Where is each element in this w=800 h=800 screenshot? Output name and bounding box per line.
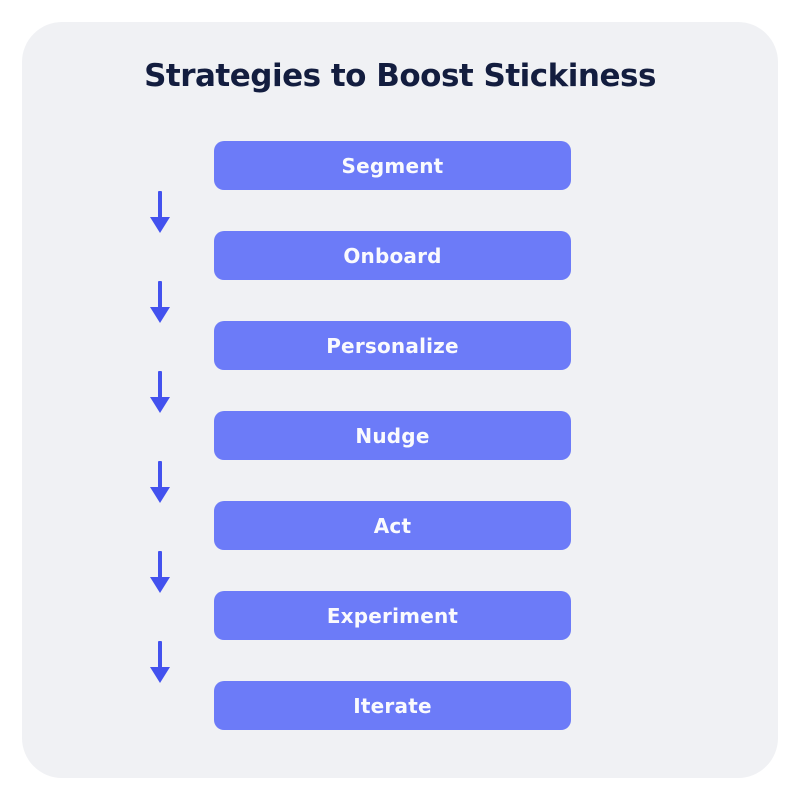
step-label: Act [373, 513, 412, 538]
step-box-experiment: Experiment [214, 591, 571, 640]
step-box-nudge: Nudge [214, 411, 571, 460]
diagram-title: Strategies to Boost Stickiness [144, 58, 656, 94]
down-arrow-icon [150, 551, 170, 593]
step-label: Personalize [326, 333, 459, 358]
step-label: Nudge [355, 423, 430, 448]
step-label: Iterate [353, 693, 432, 718]
step-label: Experiment [326, 603, 459, 628]
step-box-personalize: Personalize [214, 321, 571, 370]
down-arrow-icon [150, 371, 170, 413]
down-arrow-icon [150, 191, 170, 233]
down-arrow-icon [150, 461, 170, 503]
down-arrow-icon [150, 641, 170, 683]
step-box-onboard: Onboard [214, 231, 571, 280]
step-label: Onboard [343, 243, 442, 268]
down-arrow-icon [150, 281, 170, 323]
step-box-act: Act [214, 501, 571, 550]
step-label: Segment [341, 153, 444, 178]
step-box-segment: Segment [214, 141, 571, 190]
step-box-iterate: Iterate [214, 681, 571, 730]
